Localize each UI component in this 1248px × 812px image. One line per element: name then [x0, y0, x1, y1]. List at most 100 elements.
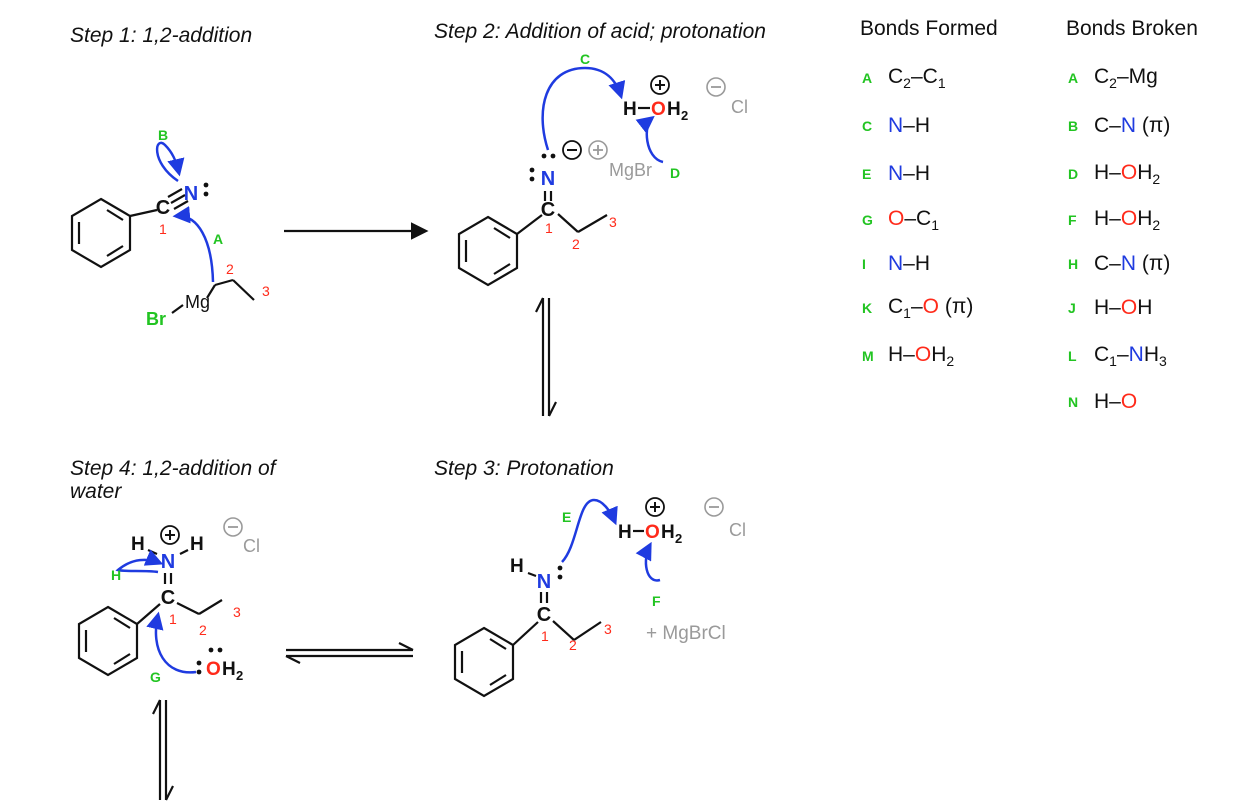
bond-ring-c1	[129, 208, 158, 218]
arrow-label-d: D	[670, 165, 680, 181]
atom-c1: C	[161, 587, 175, 609]
counterion-mgbr: MgBr	[609, 160, 652, 180]
carbon-number-3: 3	[609, 214, 617, 230]
arrow-b	[155, 141, 185, 183]
step-letter: H	[1068, 256, 1079, 272]
step1-structure: C N Mg Br 1 2 3 B A	[70, 127, 270, 329]
atom-c1: C	[541, 199, 555, 221]
step-letter: K	[862, 300, 873, 316]
bond-c2-c3	[577, 214, 608, 233]
atom-c1: C	[537, 604, 551, 626]
carbon-number-3: 3	[262, 283, 270, 299]
svg-text:2: 2	[675, 531, 682, 546]
bond-h-n	[147, 548, 158, 556]
step-letter: C	[862, 118, 873, 134]
triple-bond-1	[170, 194, 186, 204]
bond-text: H–OH	[1094, 296, 1153, 319]
arrow-label-c: C	[580, 51, 590, 67]
triple-bond-2	[167, 188, 183, 198]
step-letter: B	[1068, 118, 1079, 134]
equilibrium-arrow-horizontal	[285, 642, 414, 664]
carbon-number-2: 2	[226, 261, 234, 277]
bonds_broken-row: L C1–NH3	[1068, 342, 1167, 370]
step4-title-line1: Step 4: 1,2-addition of	[70, 457, 276, 480]
step-letter: G	[862, 212, 873, 228]
counterion-cl: Cl	[731, 97, 748, 117]
plus-charge-icon	[650, 75, 670, 95]
arrow-label-h: H	[111, 567, 121, 583]
bond-text: C1–NH3	[1094, 342, 1167, 370]
atom-n: N	[537, 571, 551, 593]
step-letter: L	[1068, 348, 1077, 364]
benzene-ring	[70, 197, 132, 269]
bonds_broken-row: A C2–Mg	[1068, 64, 1158, 92]
step-letter: N	[1068, 394, 1079, 410]
bonds-broken-header: Bonds Broken	[1066, 17, 1198, 40]
bond-mg-c2	[206, 284, 216, 299]
atom-mg: Mg	[185, 292, 210, 312]
bond-text: C–N (π)	[1094, 252, 1171, 275]
plus-charge-icon	[160, 525, 180, 545]
bond-text: N–H	[888, 252, 931, 275]
carbon-number-3: 3	[604, 621, 612, 637]
equilibrium-arrow-vertical	[535, 297, 557, 417]
atom-h: H	[510, 556, 524, 577]
step-letter: J	[1068, 300, 1076, 316]
bond-c1-c2	[552, 620, 575, 641]
step-letter: M	[862, 348, 874, 364]
bond-text: O–C1	[888, 206, 939, 234]
benzene-ring	[457, 215, 519, 287]
atom-h: H	[190, 534, 204, 555]
atom-c1: C	[156, 197, 170, 219]
atom-h: H	[667, 99, 681, 120]
atom-h: H	[661, 522, 675, 543]
bonds_formed-row: C N–H	[862, 112, 930, 140]
counterion-cl: Cl	[729, 520, 746, 540]
minus-charge-icon	[706, 77, 726, 97]
step2-structure: C N MgBr 1 2 3 H O H 2 Cl C	[457, 51, 748, 287]
bonds_broken-row: H C–N (π)	[1068, 250, 1170, 278]
plus-charge-icon	[645, 497, 665, 517]
arrow-g	[146, 611, 197, 674]
bonds_formed-row: G O–C1	[862, 206, 939, 234]
step1-title: Step 1: 1,2-addition	[70, 24, 253, 47]
bonds_formed-row: M H–OH2	[862, 342, 954, 370]
bond-c1-c2	[176, 602, 200, 615]
bond-text: N–H	[888, 114, 931, 137]
atom-n: N	[161, 551, 175, 573]
atom-o: O	[651, 99, 666, 120]
step4-structure: C N H H Cl 1 2 3 O H 2 H	[77, 517, 260, 685]
lone-pair-dot	[203, 191, 209, 197]
arrow-a	[172, 206, 215, 283]
bond-text: N–H	[888, 162, 931, 185]
arrow-f	[635, 541, 661, 582]
step3-title: Step 3: Protonation	[434, 457, 614, 480]
arrow-d	[635, 115, 664, 164]
bond-c2-c3	[214, 278, 234, 287]
carbon-number-1: 1	[169, 611, 177, 627]
bond-text: C2–Mg	[1094, 64, 1158, 92]
carbon-number-1: 1	[541, 628, 549, 644]
counterion-cl: Cl	[243, 536, 260, 556]
atom-n: N	[541, 168, 555, 190]
atom-o: O	[645, 522, 660, 543]
bond-text: H–OH2	[888, 342, 955, 370]
bond-ring-c1	[516, 214, 543, 235]
bond-c3-end	[232, 279, 255, 301]
benzene-ring	[453, 626, 515, 698]
carbon-number-1: 1	[545, 220, 553, 236]
atom-h: H	[131, 534, 145, 555]
step4-title-line2: water	[70, 480, 122, 503]
arrow-e	[561, 498, 618, 563]
step-letter: A	[1068, 70, 1079, 86]
carbon-number-3: 3	[233, 604, 241, 620]
minus-charge-icon	[704, 497, 724, 517]
atom-h: H	[222, 659, 236, 680]
